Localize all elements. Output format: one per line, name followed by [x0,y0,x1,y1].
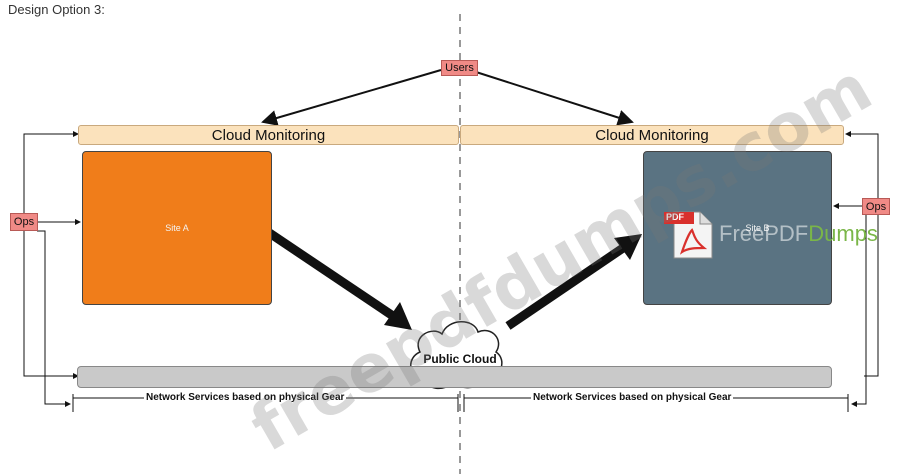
network-services-bar [77,366,832,388]
logo-part1: FreePDF [719,221,809,246]
site-a-to-cloud-arrow [265,228,399,322]
network-services-label-right: Network Services based on physical Gear [531,392,734,403]
diagram-title: Design Option 3: [8,2,105,17]
logo-part2: Dumps [808,221,878,246]
site-b-from-cloud-arrow [505,242,629,330]
users-to-left-monitoring-arrow [261,69,442,126]
ops-tag-right: Ops [862,198,890,215]
site-a-label: Site A [165,223,189,233]
site-a-box: Site A [82,151,272,305]
network-services-label-left: Network Services based on physical Gear [144,392,347,403]
public-cloud-label: Public Cloud [423,352,497,366]
cloud-monitoring-right: Cloud Monitoring [460,125,844,145]
cloud-monitoring-left: Cloud Monitoring [78,125,459,145]
freepdfdumps-logo: FreePDFDumps [719,221,878,247]
left-ops-line-top [23,131,79,213]
pdf-file-icon [664,211,713,259]
site-b-label: Site B [745,223,770,233]
pdf-icon-label: PDF [666,212,684,222]
ops-tag-left: Ops [10,213,38,231]
users-tag: Users [441,60,478,76]
users-to-right-monitoring-arrow [475,71,634,126]
